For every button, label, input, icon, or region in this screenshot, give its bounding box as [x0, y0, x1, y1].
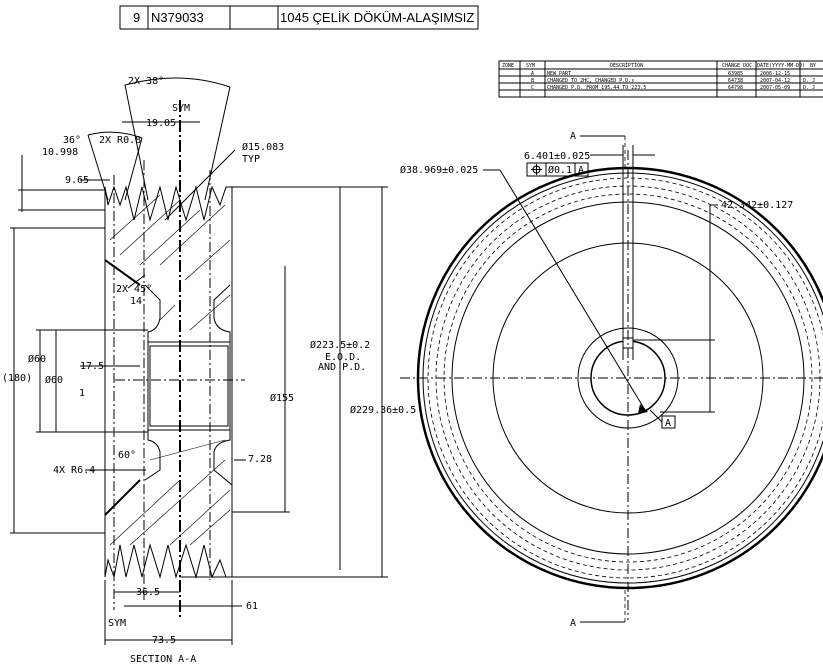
title-block: 9 N379033 1045 ÇELİK DÖKÜM-ALAŞIMSIZ	[119, 5, 479, 30]
dim-36-5: 36.5	[136, 587, 160, 598]
section-marker-top: A	[570, 131, 576, 142]
section-marker-bottom: A	[570, 618, 576, 629]
fcf-tolerance: Ø0.1	[548, 164, 572, 176]
table-cell: CHANGED P.D. FROM 195.44 TO 223.5	[547, 85, 646, 91]
table-row: B CHANGED TO 2HC, CHANGED P.D.s 64738 20…	[531, 78, 815, 84]
dim-bore-dia: Ø38.969±0.025	[400, 164, 478, 176]
table-cell: C	[531, 85, 534, 91]
dim-dia-60-a: Ø60	[28, 353, 46, 365]
feature-control-frame: Ø0.1 A	[526, 162, 589, 177]
table-cell: NEW PART	[547, 71, 571, 77]
datum-a-label: A	[665, 418, 671, 429]
header-description: DESCRIPTION	[610, 63, 643, 69]
header-change-doc: CHANGE DOC	[722, 63, 752, 69]
dim-keyway-depth: 42.342±0.127	[721, 200, 793, 211]
header-by: BY	[810, 63, 816, 69]
section-dimensions: 2X 38° SYM 19.05 36° 2X R0.8 10.998 Ø15.…	[2, 76, 416, 665]
eod-label: E.O.D.	[325, 352, 361, 363]
and-pd-label: AND P.D.	[318, 362, 366, 373]
dim-1: 1	[79, 388, 85, 399]
dim-radius-0-8: 2X R0.8	[99, 135, 141, 146]
sym-label-bottom: SYM	[108, 618, 126, 629]
dim-dia-155: Ø155	[270, 392, 294, 404]
header-zone: ZONE	[502, 63, 514, 69]
dim-groove-angle: 2X 38°	[128, 76, 164, 87]
dim-ball-dia: Ø15.083	[242, 141, 284, 153]
part-number: N379033	[151, 10, 204, 25]
dim-17-5: 17.5	[80, 361, 104, 372]
dim-dia-60-b: Ø60	[45, 374, 63, 386]
table-cell: D. J	[803, 78, 815, 84]
table-cell: 63985	[728, 71, 743, 77]
item-number: 9	[133, 10, 140, 25]
table-cell: 2007-04-12	[760, 78, 790, 84]
dim-19-05: 19.05	[146, 118, 176, 129]
table-cell: CHANGED TO 2HC, CHANGED P.D.s	[547, 78, 634, 84]
dim-chamfer: 2X 45°	[116, 284, 152, 295]
dim-14: 14	[130, 296, 142, 307]
table-row: A NEW PART 63985 2006-12-15	[531, 71, 790, 77]
table-cell: 64798	[728, 85, 743, 91]
dim-7-28: 7.28	[248, 454, 272, 465]
sym-label: SYM	[172, 103, 190, 114]
dim-10-998: 10.998	[42, 147, 78, 158]
table-row: C CHANGED P.D. FROM 195.44 TO 223.5 6479…	[531, 85, 815, 91]
header-sym: SYM	[526, 63, 535, 69]
typ-label: TYP	[242, 154, 260, 165]
position-tolerance-icon	[531, 164, 542, 175]
dim-angle-36: 36°	[63, 135, 81, 146]
fcf-datum: A	[578, 165, 584, 176]
section-view: 2X 38° SYM 19.05 36° 2X R0.8 10.998 Ø15.…	[2, 76, 416, 665]
dim-angle-60: 60°	[118, 450, 136, 461]
dim-radius-6-4: 4X R6.4	[53, 465, 95, 476]
table-cell: A	[531, 71, 534, 77]
revision-table: ZONE SYM DESCRIPTION CHANGE DOC DATE(YYY…	[498, 60, 823, 98]
table-cell: 2007-05-09	[760, 85, 790, 91]
header-date: DATE(YYYY-MM-DD)	[757, 63, 805, 69]
table-cell: B	[531, 78, 534, 84]
dim-dia-223-5: Ø223.5±0.2	[310, 339, 370, 351]
dim-9-65: 9.65	[65, 175, 89, 186]
section-label: SECTION A-A	[130, 654, 196, 665]
material: 1045 ÇELİK DÖKÜM-ALAŞIMSIZ	[280, 10, 474, 25]
dim-73-5: 73.5	[152, 635, 176, 646]
table-cell: 2006-12-15	[760, 71, 790, 77]
datum-a-box	[661, 415, 676, 429]
dim-180: (180)	[2, 373, 32, 384]
front-view: A Ø0.1 A A A 6.401±0.025 Ø38.969±0.025 4…	[400, 131, 823, 629]
table-cell: D. J	[803, 85, 815, 91]
table-cell: 64738	[728, 78, 743, 84]
dim-61: 61	[246, 601, 258, 612]
dim-dia-229-36: Ø229.36±0.5	[350, 404, 416, 416]
dim-keyway-width: 6.401±0.025	[524, 151, 590, 162]
